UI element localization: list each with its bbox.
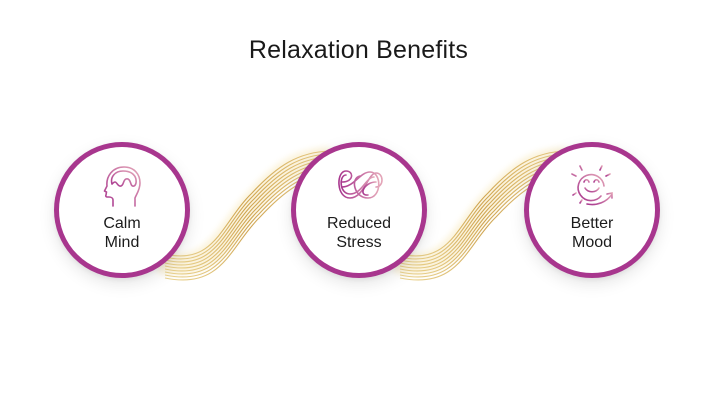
label-line-1: Better <box>570 215 614 232</box>
node-reduced-stress: Reduced Stress <box>291 142 427 278</box>
label-line-1: Calm <box>103 215 141 232</box>
label-line-1: Reduced <box>326 215 392 232</box>
node-better-mood: Better Mood <box>524 142 660 278</box>
node-label: Reduced Stress <box>327 214 391 252</box>
label-line-2: Stress <box>336 234 382 251</box>
node-label: Better Mood <box>571 214 614 252</box>
label-line-2: Mind <box>104 234 140 251</box>
untied-knot-icon <box>324 162 394 208</box>
label-line-2: Mood <box>571 234 613 251</box>
head-brain-icon <box>87 162 157 208</box>
node-label: Calm Mind <box>103 214 140 252</box>
smiling-sun-icon <box>557 162 627 208</box>
node-calm-mind: Calm Mind <box>54 142 190 278</box>
diagram-title: Relaxation Benefits <box>248 36 469 64</box>
